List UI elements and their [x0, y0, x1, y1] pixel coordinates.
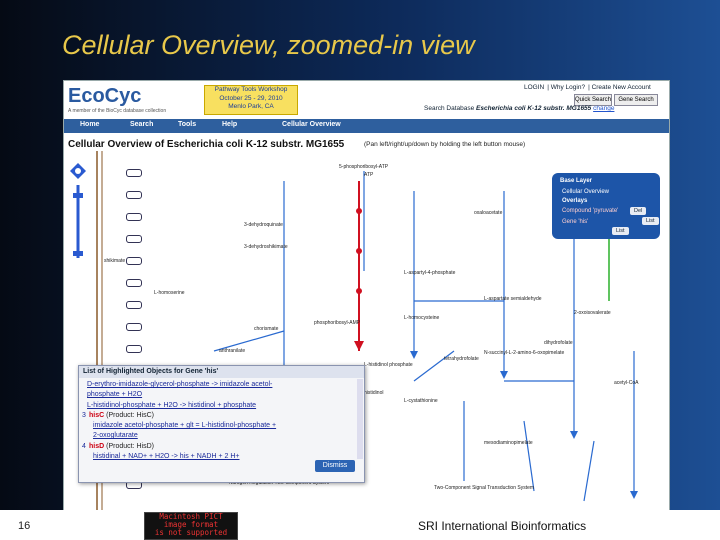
base-layer-option[interactable]: Cellular Overview	[562, 189, 610, 195]
compound-label[interactable]: chorismate	[254, 326, 279, 332]
workshop-line: Menlo Park, CA	[228, 103, 274, 110]
nav-cellular-overview[interactable]: Cellular Overview	[282, 121, 341, 128]
gene-node[interactable]	[126, 235, 142, 243]
gene-name[interactable]: hisD	[89, 443, 105, 450]
zoom-control[interactable]	[70, 163, 86, 263]
list-number: 4	[82, 443, 86, 450]
compound-label[interactable]: mesodiaminopimelate	[484, 440, 533, 446]
footer-credit: SRI International Bioinformatics	[418, 519, 587, 533]
why-login-link[interactable]: Why Login?	[550, 84, 586, 91]
slide-title: Cellular Overview, zoomed-in view	[62, 30, 475, 60]
site-header: EcoCyc A member of the BioCyc database c…	[64, 81, 669, 117]
gene-node[interactable]	[126, 323, 142, 331]
overlay-compound-pyruvate[interactable]: Compound 'pyruvate'	[562, 208, 619, 214]
gene-node[interactable]	[126, 257, 142, 265]
gene-entry: hisC (Product: HisC)	[89, 412, 154, 419]
map-hint: (Pan left/right/up/down by holding the l…	[364, 141, 526, 148]
workshop-banner[interactable]: Pathway Tools Workshop October 25 - 29, …	[204, 85, 298, 115]
reaction-link[interactable]: L-histidinol-phosphate + H2O -> histidin…	[87, 402, 257, 409]
overlays-label: Overlays	[562, 198, 588, 204]
compound-label[interactable]: L-homocysteine	[404, 315, 440, 321]
workshop-line: October 25 - 29, 2010	[219, 94, 283, 102]
gene-name[interactable]: hisC	[89, 412, 105, 419]
dismiss-button[interactable]: Dismiss	[315, 460, 355, 472]
compound-label[interactable]: acetyl-CoA	[614, 380, 639, 386]
gene-product: (Product: HisD)	[104, 443, 154, 450]
nav-help[interactable]: Help	[222, 121, 238, 128]
list-number: 3	[82, 412, 86, 419]
nav-search[interactable]: Search	[130, 121, 154, 128]
slide-footer	[0, 510, 720, 540]
logo-subtitle: A member of the BioCyc database collecti…	[68, 108, 167, 114]
zoom-in-icon[interactable]	[73, 193, 83, 198]
gene-entry: hisD (Product: HisD)	[89, 443, 154, 450]
compound-label[interactable]: Nitrogen Regulation Two-Component System	[229, 480, 330, 486]
nav-bar: Home Search Tools Help Cellular Overview	[64, 119, 669, 133]
quick-search-button[interactable]: Quick Search	[574, 94, 612, 106]
search-db-organism: Escherichia coli K-12 substr. MG1655	[476, 105, 592, 112]
map-title: Cellular Overview of Escherichia coli K-…	[68, 139, 345, 150]
unsupported-image-placeholder: Macintosh PICT image format is not suppo…	[144, 512, 238, 540]
compound-label[interactable]: oxaloacetate	[474, 210, 503, 216]
reaction-link[interactable]: imidazole acetol-phosphate + glt = L-his…	[93, 422, 277, 429]
compound-label[interactable]: tetrahydrofolate	[444, 356, 479, 362]
search-db-prefix: Search Database	[424, 105, 475, 112]
nav-tools[interactable]: Tools	[178, 121, 197, 128]
page-number: 16	[18, 520, 31, 532]
compound-label[interactable]: L-cystathionine	[404, 398, 438, 404]
gene-node[interactable]	[126, 279, 142, 287]
compound-label[interactable]: N-succinyl-L-2-amino-6-oxopimelate	[484, 350, 565, 356]
login-link[interactable]: LOGIN	[524, 84, 545, 91]
dialog-title: List of Highlighted Objects for Gene 'hi…	[79, 366, 364, 378]
create-account-link[interactable]: Create New Account	[591, 84, 651, 91]
reaction-link[interactable]: histidinal + NAD+ + H2O -> his + NADH + …	[93, 453, 240, 460]
placeholder-line: Macintosh PICT	[159, 512, 223, 521]
compound-label[interactable]: histidinol	[364, 390, 384, 396]
compound-label[interactable]: 3-dehydroshikimate	[244, 244, 288, 250]
gene-node[interactable]	[126, 213, 142, 221]
compound-label[interactable]: anthranilate	[219, 348, 246, 354]
overlay-delete-button[interactable]: Del	[630, 207, 647, 215]
reaction-link[interactable]: D-erythro-imidazole-glycerol-phosphate -…	[87, 381, 273, 388]
compound-label[interactable]: dihydrofolate	[544, 340, 573, 346]
compound-label[interactable]: L-homoserine	[154, 290, 185, 296]
dialog-scrollbar[interactable]	[357, 379, 363, 459]
highlighted-objects-dialog: List of Highlighted Objects for Gene 'hi…	[78, 365, 365, 483]
base-layer-panel: Base Layer Cellular Overview Overlays Co…	[552, 173, 660, 239]
workshop-line: Pathway Tools Workshop	[214, 86, 288, 93]
compound-label[interactable]: L-histidinol phosphate	[364, 362, 413, 368]
overlay-list-button[interactable]: List	[642, 217, 659, 225]
base-layer-title: Base Layer	[560, 178, 593, 184]
zoom-out-icon[interactable]	[73, 251, 83, 256]
gene-product: (Product: HisC)	[104, 412, 154, 419]
reaction-link[interactable]: phosphate + H2O	[87, 391, 143, 398]
nav-home[interactable]: Home	[80, 121, 100, 128]
search-database-line: Search Database Escherichia coli K-12 su…	[424, 105, 614, 112]
overlay-gene-his[interactable]: Gene 'his'	[562, 219, 589, 225]
gene-node[interactable]	[126, 345, 142, 353]
screenshot-frame: EcoCyc A member of the BioCyc database c…	[63, 80, 670, 512]
compound-label[interactable]: 5-phosphoribosyl-ATP	[339, 164, 389, 170]
change-organism-link[interactable]: change	[593, 105, 615, 112]
gene-list-button[interactable]: List	[612, 227, 629, 235]
pathway-diagram	[96, 151, 638, 511]
placeholder-line: image format	[163, 520, 219, 529]
login-links: LOGIN| Why Login?| Create New Account	[524, 84, 651, 91]
reaction-link[interactable]: 2-oxoglutarate	[93, 432, 138, 439]
compound-label[interactable]: L-aspartate semialdehyde	[484, 296, 542, 302]
compound-label[interactable]: ATP	[364, 172, 374, 178]
placeholder-line: is not supported	[154, 528, 228, 537]
compound-label[interactable]: Two-Component Signal Transduction System	[434, 485, 535, 491]
compound-label[interactable]: shikimate	[104, 258, 126, 264]
compound-label[interactable]: 3-dehydroquinate	[244, 222, 283, 228]
ecocyc-logo[interactable]: EcoCyc	[68, 85, 142, 107]
compound-label[interactable]: phosphoribosyl-AMP	[314, 320, 361, 326]
gene-node[interactable]	[126, 191, 142, 199]
gene-node[interactable]	[126, 169, 142, 177]
gene-node[interactable]	[126, 301, 142, 309]
compound-label[interactable]: 2-oxoisovalerate	[574, 310, 611, 316]
gene-search-button[interactable]: Gene Search	[614, 94, 658, 106]
compound-label[interactable]: L-aspartyl-4-phosphate	[404, 270, 456, 276]
